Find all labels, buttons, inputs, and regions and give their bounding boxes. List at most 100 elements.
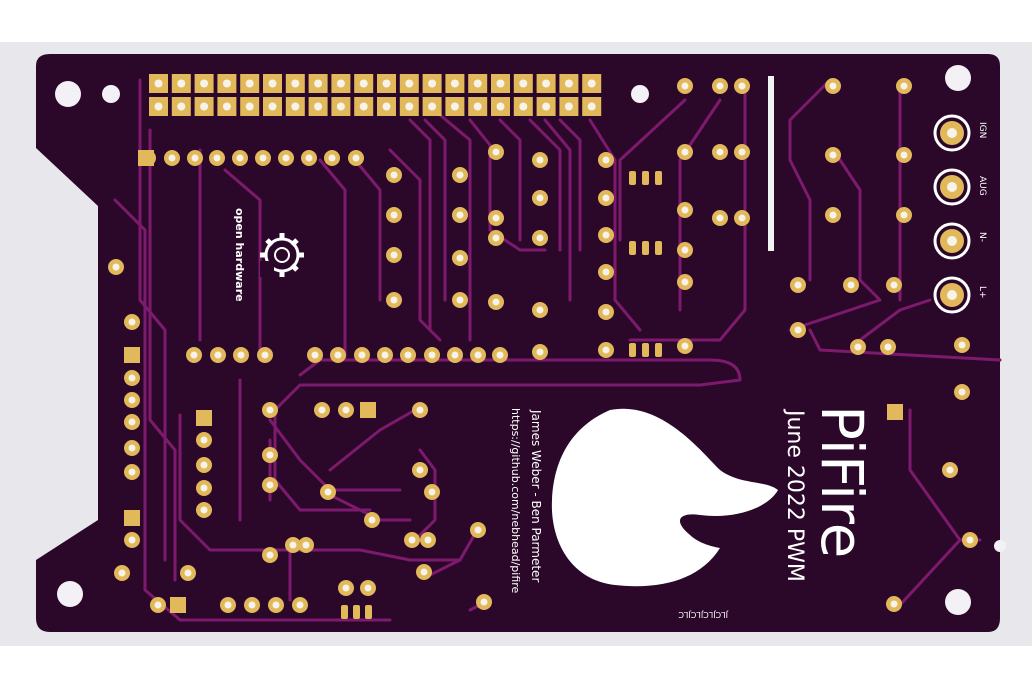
pad-hole xyxy=(492,214,500,222)
header-pin-hole xyxy=(405,79,414,88)
header-pin-hole xyxy=(473,79,482,88)
pad-hole xyxy=(451,351,459,359)
pad-hole xyxy=(884,343,892,351)
header-pin-hole xyxy=(222,79,231,88)
pad-hole xyxy=(390,211,398,219)
header-pin-hole xyxy=(542,79,551,88)
pad-hole xyxy=(112,263,120,271)
square-pad xyxy=(196,410,212,426)
pad-hole xyxy=(958,388,966,396)
header-pin-hole xyxy=(564,102,573,111)
pad-hole xyxy=(716,214,724,222)
board-url: https://github.com/nebhead/pifire xyxy=(509,408,522,594)
pad-hole xyxy=(128,418,136,426)
header-pin-hole xyxy=(200,102,209,111)
square-pad xyxy=(124,347,140,363)
pad-hole xyxy=(118,569,126,577)
terminal-label-n: N- xyxy=(977,232,987,242)
pad-hole xyxy=(900,151,908,159)
header-pin-hole xyxy=(428,79,437,88)
pad-hole xyxy=(890,281,898,289)
pad-hole xyxy=(190,351,198,359)
pad-hole xyxy=(128,374,136,382)
pad-hole xyxy=(492,148,500,156)
pad-hole xyxy=(602,231,610,239)
smd-pad xyxy=(642,343,649,357)
pad-hole xyxy=(328,154,336,162)
pad-hole xyxy=(128,468,136,476)
header-pin-hole xyxy=(587,79,596,88)
board-authors: James Weber - Ben Parmeter xyxy=(529,409,543,582)
pad-hole xyxy=(681,82,689,90)
header-pin-hole xyxy=(450,79,459,88)
header-pin-hole xyxy=(359,102,368,111)
header-pin-hole xyxy=(359,79,368,88)
pad-hole xyxy=(168,154,176,162)
pad-hole xyxy=(237,351,245,359)
pad-hole xyxy=(716,148,724,156)
pad-hole xyxy=(289,541,297,549)
pad-hole xyxy=(342,406,350,414)
smd-pad xyxy=(655,241,662,255)
pad-hole xyxy=(420,568,428,576)
pad-hole xyxy=(128,536,136,544)
smd-pad xyxy=(341,605,348,619)
terminal-label-ign: IGN xyxy=(977,122,987,138)
header-pin-hole xyxy=(382,102,391,111)
pad-hole xyxy=(305,154,313,162)
pad-hole xyxy=(184,569,192,577)
header-pin-hole xyxy=(496,79,505,88)
square-pad xyxy=(124,510,140,526)
pad-hole xyxy=(602,308,610,316)
pad-hole xyxy=(456,171,464,179)
board-title: PiFire xyxy=(808,405,876,558)
header-pin-hole xyxy=(200,79,209,88)
terminal-label-l: L+ xyxy=(977,286,987,299)
pad-hole xyxy=(224,601,232,609)
pad-hole xyxy=(352,154,360,162)
pad-hole xyxy=(847,281,855,289)
square-pad xyxy=(170,597,186,613)
pad-hole xyxy=(480,598,488,606)
pad-hole xyxy=(390,296,398,304)
mounting-holes xyxy=(55,65,1006,615)
pad-hole xyxy=(200,506,208,514)
smd-pad xyxy=(655,343,662,357)
header-pin-hole xyxy=(564,79,573,88)
pad-hole xyxy=(900,211,908,219)
header-pin-hole xyxy=(177,102,186,111)
open-hardware-label: open hardware xyxy=(233,208,246,302)
pad-hole xyxy=(602,156,610,164)
header-pin-hole xyxy=(177,79,186,88)
header-pin-hole xyxy=(314,102,323,111)
header-pin-hole xyxy=(245,79,254,88)
pad-hole xyxy=(191,154,199,162)
pad-hole xyxy=(946,466,954,474)
pad-hole xyxy=(342,584,350,592)
pad-hole xyxy=(259,154,267,162)
header-pin-hole xyxy=(154,102,163,111)
pad-hole xyxy=(358,351,366,359)
pad-hole xyxy=(416,466,424,474)
pad-hole xyxy=(602,268,610,276)
pad-hole xyxy=(536,194,544,202)
square-pad xyxy=(887,404,903,420)
pad-hole xyxy=(154,601,162,609)
pad-hole xyxy=(681,206,689,214)
pad-hole xyxy=(324,488,332,496)
terminal-labels: IGN AUG N- L+ xyxy=(977,122,987,299)
pad-hole xyxy=(536,156,544,164)
pad-hole xyxy=(266,481,274,489)
header-pin-hole xyxy=(428,102,437,111)
pad-hole xyxy=(213,154,221,162)
header-pin-hole xyxy=(519,102,528,111)
header-pin-hole xyxy=(496,102,505,111)
pad-hole xyxy=(248,601,256,609)
pad-hole xyxy=(272,601,280,609)
pad-hole xyxy=(681,148,689,156)
pad-hole xyxy=(890,600,898,608)
header-pin-hole xyxy=(336,79,345,88)
pad-hole xyxy=(738,148,746,156)
